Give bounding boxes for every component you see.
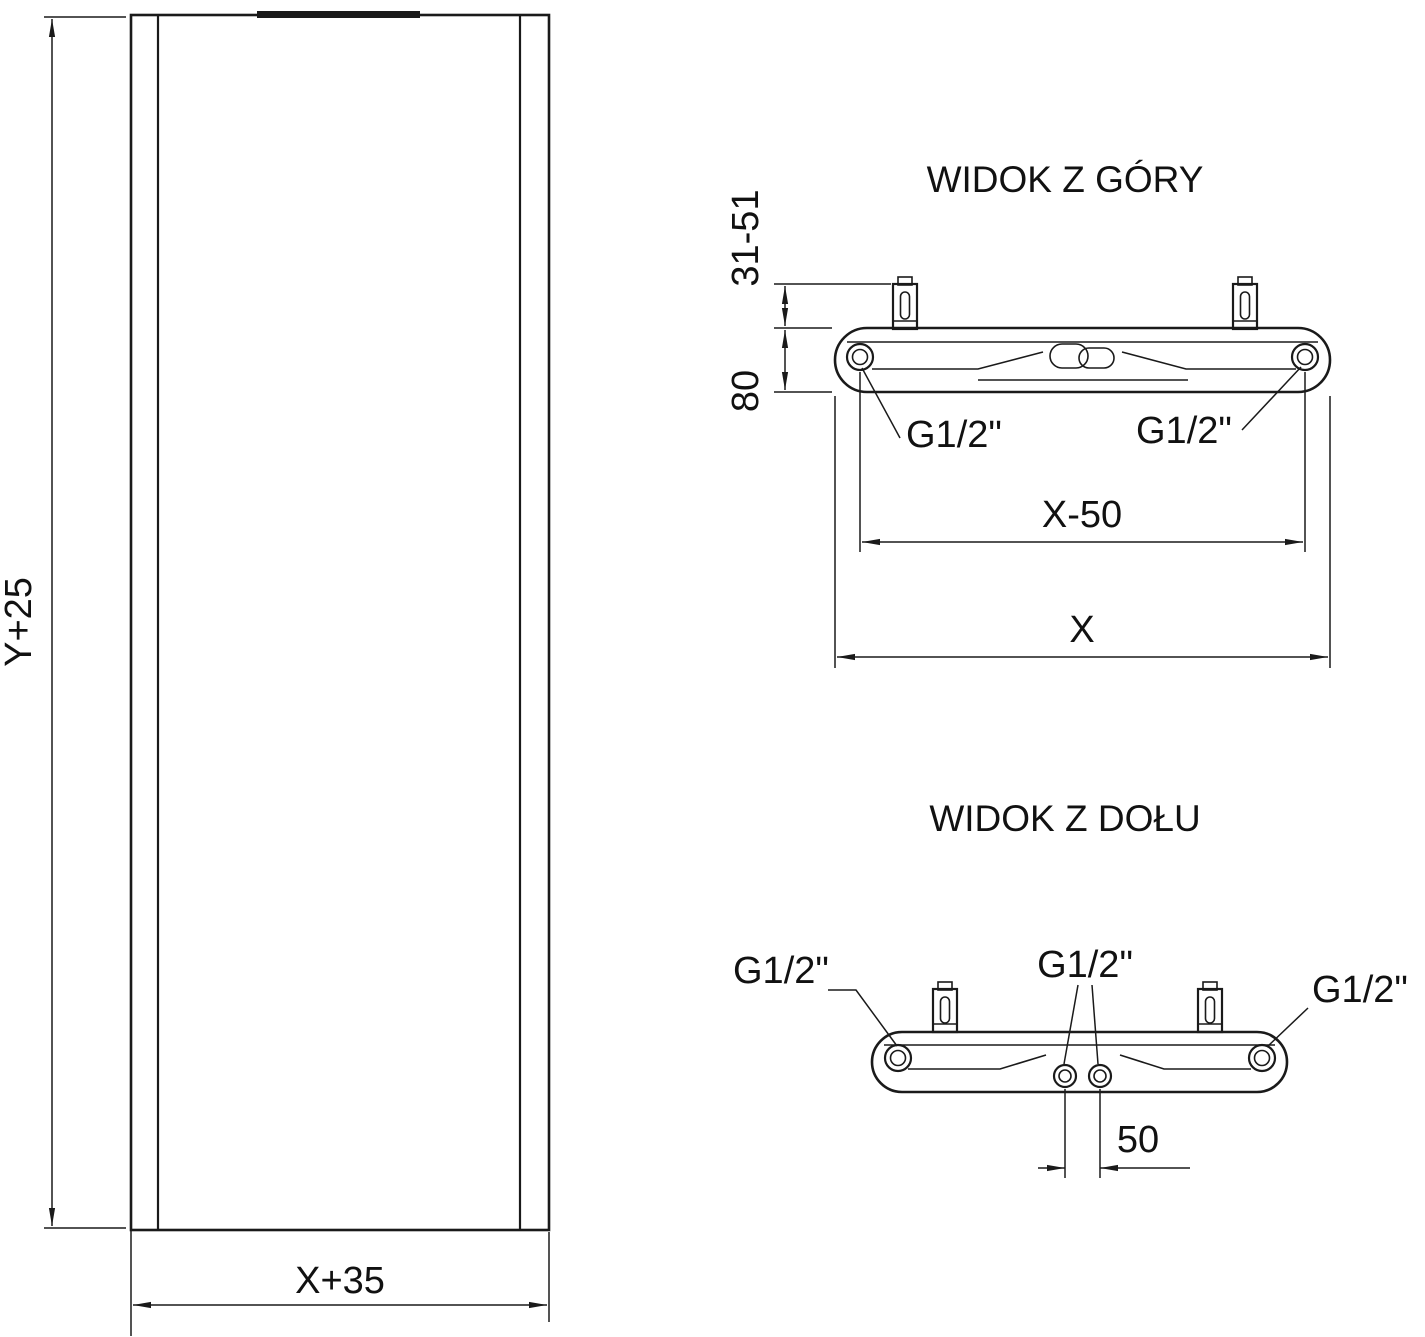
bottom-view: WIDOK Z DOŁU G1/	[733, 798, 1408, 1178]
depth-dimension: 80	[725, 330, 832, 412]
bottom-center-connection-label: G1/2"	[1037, 944, 1133, 986]
left-connection-port	[883, 1043, 913, 1073]
front-width-dimension: X+35	[130, 1230, 550, 1336]
center-spacing-dimension: 50	[1038, 1089, 1190, 1178]
depth-dim-label: 80	[725, 370, 767, 412]
bottom-view-left-wall-bracket	[931, 981, 959, 1034]
front-width-dim-label: X+35	[295, 1260, 385, 1302]
top-bracket-strip	[257, 11, 420, 18]
bottom-view-connection-labels: G1/2" G1/2" G1/2"	[733, 944, 1408, 1065]
right-connection-port-inner	[1253, 1049, 1271, 1067]
bracket-body	[931, 987, 959, 1034]
internal-detail	[1119, 1054, 1251, 1070]
overall-width-dimension: X	[834, 396, 1331, 668]
bracket-tab	[1237, 276, 1253, 286]
bracket-tab	[1202, 981, 1218, 991]
radiator-top-outline	[833, 326, 1332, 394]
overall-width-dim-label: X	[1069, 609, 1094, 651]
top-left-connection-label: G1/2"	[906, 414, 1002, 456]
bracket-slot	[1204, 996, 1216, 1024]
bracket-slot	[899, 291, 911, 320]
bottom-view-title: WIDOK Z DOŁU	[929, 798, 1200, 839]
center-hanger-detail	[1049, 343, 1089, 369]
bracket-slot	[1239, 291, 1251, 320]
top-view-left-wall-bracket	[891, 276, 919, 331]
bracket-tab	[897, 276, 913, 286]
center-spacing-dim-label: 50	[1117, 1119, 1159, 1161]
left-connection-port-inner	[851, 348, 869, 366]
bracket-body	[891, 282, 919, 331]
front-height-dim-label: Y+25	[0, 577, 40, 667]
center-connection-port-left-inner	[1058, 1069, 1072, 1083]
top-view-body	[833, 326, 1332, 394]
leader-line	[1063, 984, 1079, 1065]
internal-detail	[908, 1054, 1047, 1070]
bottom-left-connection-label: G1/2"	[733, 950, 829, 992]
bottom-right-connection-label: G1/2"	[1312, 969, 1408, 1011]
top-view-title: WIDOK Z GÓRY	[927, 159, 1204, 200]
bottom-view-right-wall-bracket	[1196, 981, 1224, 1034]
leader-line	[828, 989, 898, 1047]
top-right-connection-label: G1/2"	[1136, 410, 1232, 452]
front-view	[129, 11, 551, 1232]
leader-line	[1241, 366, 1302, 431]
left-connection-port	[845, 342, 875, 372]
internal-detail	[872, 351, 1044, 370]
center-connection-port-right	[1087, 1063, 1113, 1089]
center-hanger-detail	[1078, 347, 1115, 369]
left-connection-port-inner	[889, 1049, 907, 1067]
bracket-body	[1196, 987, 1224, 1034]
bracket-offset-dim-label: 31-51	[725, 189, 767, 286]
bracket-slot	[939, 996, 951, 1024]
top-view: WIDOK Z GÓRY	[725, 159, 1332, 668]
center-connection-port-left	[1052, 1063, 1078, 1089]
leader-line	[861, 367, 901, 439]
top-view-right-wall-bracket	[1231, 276, 1259, 331]
center-connection-port-right-inner	[1093, 1069, 1107, 1083]
radiator-bottom-outline	[870, 1030, 1289, 1094]
leader-line	[1266, 1007, 1309, 1048]
leader-line	[1091, 984, 1099, 1065]
top-view-connection-labels: G1/2" G1/2"	[861, 366, 1302, 456]
bracket-body	[1231, 282, 1259, 331]
connection-spacing-dimension: X-50	[859, 372, 1306, 552]
bottom-view-body	[870, 1030, 1289, 1094]
right-connection-port	[1247, 1043, 1277, 1073]
bracket-offset-dimension: 31-51	[725, 189, 891, 329]
internal-detail	[1121, 351, 1296, 370]
right-connection-port-inner	[1296, 348, 1314, 366]
right-connection-port	[1290, 342, 1320, 372]
bracket-tab	[937, 981, 953, 991]
front-height-dimension: Y+25	[0, 16, 126, 1229]
connection-spacing-dim-label: X-50	[1042, 494, 1122, 536]
